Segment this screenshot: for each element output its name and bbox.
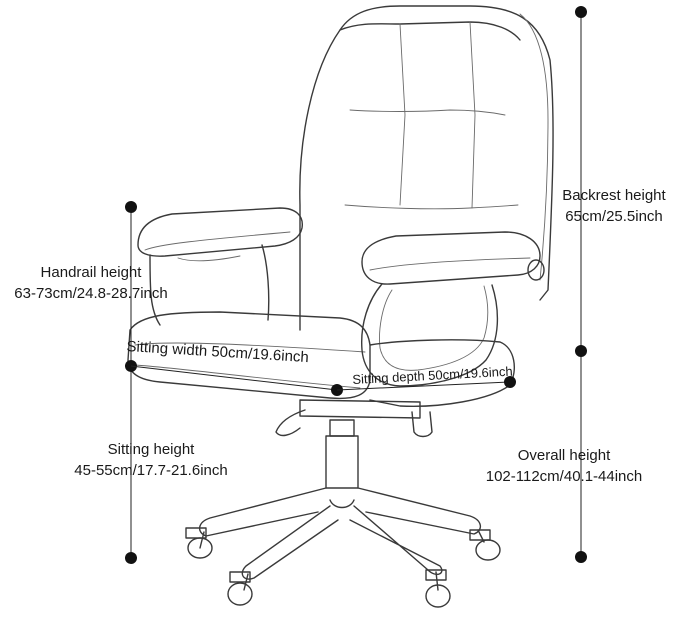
overall-height-value: 102-112cm/40.1-44inch <box>485 468 643 485</box>
handrail-height-name: Handrail height <box>40 264 142 281</box>
backrest-center-right <box>469 21 476 209</box>
handrail-height-value: 63-73cm/24.8-28.7inch <box>14 285 168 302</box>
sitting-height-name: Sitting height <box>107 441 195 458</box>
tilt-lever <box>275 409 306 437</box>
caster-right <box>469 529 501 561</box>
head-cushion-seam <box>349 109 506 116</box>
backrest-height-value: 65cm/25.5inch <box>565 208 663 225</box>
overall-height-name: Overall height <box>517 447 611 464</box>
armrest-knob <box>527 259 545 281</box>
right-armrest-pad <box>361 231 541 285</box>
overall-height-label: Overall height 102-112cm/40.1-44inch <box>466 447 662 485</box>
backrest-side-band <box>519 13 549 281</box>
tilt-mechanism <box>299 399 421 419</box>
sitting-width-line <box>130 365 338 391</box>
caster-left <box>185 527 213 559</box>
handrail-height-label: Handrail height 63-73cm/24.8-28.7inch <box>0 264 182 302</box>
gas-cylinder-cover <box>329 419 355 437</box>
office-chair-illustration <box>127 5 554 608</box>
backrest-center-left <box>399 23 406 206</box>
caster-front-right <box>425 569 451 608</box>
sitting-height-label: Sitting height 45-55cm/17.7-21.6inch <box>42 441 260 479</box>
seat-right-side <box>369 339 516 407</box>
left-armrest-pad <box>137 207 303 257</box>
head-cushion <box>339 21 521 41</box>
left-armrest-support <box>149 244 270 326</box>
tension-knob <box>411 411 433 438</box>
overall-height-top-dot <box>575 6 587 18</box>
seat-seam <box>134 342 366 353</box>
sitting-depth-line <box>336 381 511 391</box>
backrest-height-label: Backrest height 65cm/25.5inch <box>548 187 679 225</box>
lumbar-seam <box>344 204 519 210</box>
right-armrest-support <box>360 283 499 387</box>
dimension-markers <box>125 6 587 564</box>
caster-front-left <box>227 571 253 606</box>
sitting-depth-end-dot <box>504 376 516 388</box>
backrest-bottom-dot <box>575 345 587 357</box>
handrail-top-dot <box>125 201 137 213</box>
star-base <box>199 487 481 580</box>
floor-level-dot <box>125 552 137 564</box>
sitting-height-value: 45-55cm/17.7-21.6inch <box>74 462 228 479</box>
overall-height-bottom-dot <box>575 551 587 563</box>
gas-cylinder <box>325 435 359 489</box>
backrest-height-name: Backrest height <box>562 187 666 204</box>
backrest-outline <box>299 5 554 331</box>
